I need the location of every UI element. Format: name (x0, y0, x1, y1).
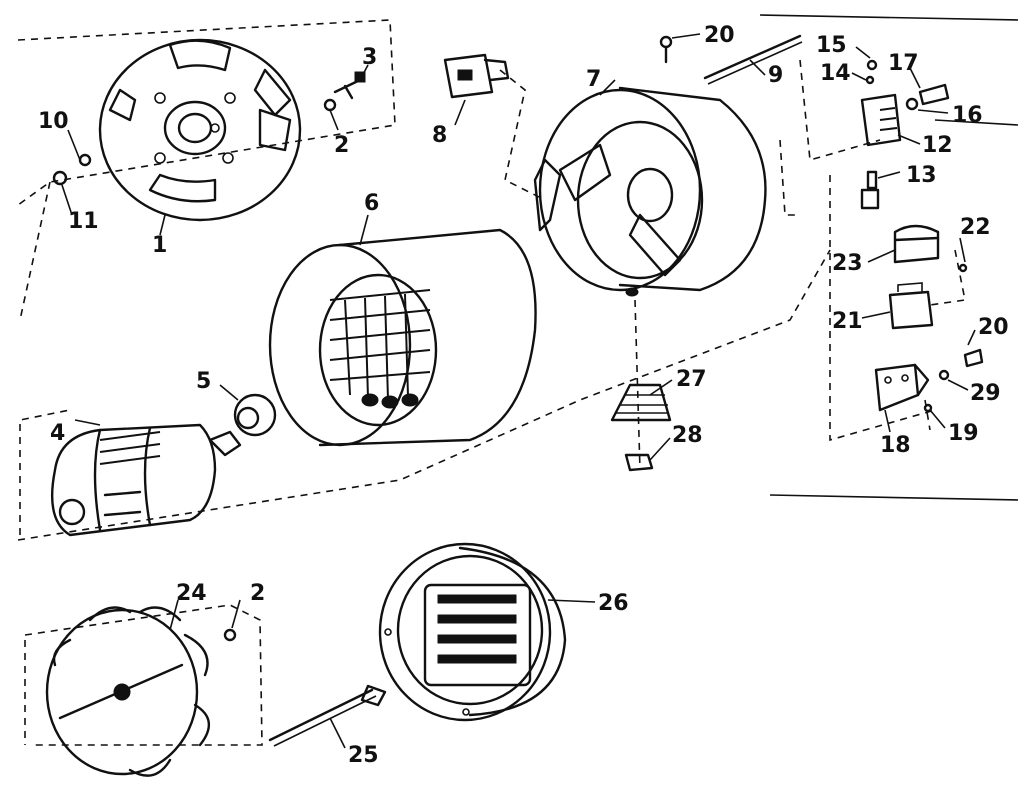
part-end-housing (533, 86, 767, 297)
callout-23: 23 (832, 251, 863, 276)
part-cone-grommet (610, 383, 672, 422)
part-fan (45, 606, 237, 777)
part-switch-12 (860, 59, 950, 147)
callout-15: 15 (816, 33, 847, 58)
callout-10: 10 (38, 109, 69, 134)
callout-4: 4 (50, 421, 65, 446)
callout-11: 11 (68, 209, 99, 234)
callout-14: 14 (820, 61, 851, 86)
callout-19: 19 (948, 421, 979, 446)
part-bearing (233, 393, 277, 437)
part-13-connector (860, 170, 880, 210)
part-stator-housing (268, 228, 537, 447)
callout-1: 1 (152, 233, 167, 258)
callout-24: 24 (176, 581, 207, 606)
part-end-bell (98, 38, 302, 222)
callout-12: 12 (922, 133, 953, 158)
callout-22: 22 (960, 215, 991, 240)
part-fan-guard (378, 542, 567, 722)
part-terminal-block (443, 53, 510, 99)
part-screw-top (659, 35, 673, 64)
callout-7: 7 (586, 67, 601, 92)
callout-3: 3 (362, 45, 377, 70)
callout-5: 5 (196, 369, 211, 394)
callout-9: 9 (768, 63, 783, 88)
part-18-bracket (874, 363, 930, 412)
callout-25: 25 (348, 743, 379, 768)
callout-29: 29 (970, 381, 1001, 406)
callout-20-top: 20 (704, 23, 735, 48)
part-rotor (51, 423, 242, 537)
callout-8: 8 (432, 123, 447, 148)
callout-28: 28 (672, 423, 703, 448)
callout-13: 13 (906, 163, 937, 188)
assembly-dashed-lines (17, 14, 1019, 746)
callout-17: 17 (888, 51, 919, 76)
part-tie-rod-top (703, 34, 803, 85)
part-hex-nut (624, 453, 654, 472)
callout-16: 16 (952, 103, 983, 128)
callout-21: 21 (832, 309, 863, 334)
callout-18: 18 (880, 433, 911, 458)
part-23-capacitor (893, 224, 940, 264)
callout-6: 6 (364, 191, 379, 216)
callout-20-right: 20 (978, 315, 1009, 340)
callout-2: 2 (334, 133, 349, 158)
part-21-relay (888, 282, 934, 330)
part-small-hardware-right (923, 263, 984, 413)
part-long-rod (268, 684, 387, 747)
callout-27: 27 (676, 367, 707, 392)
callout-labels: 1 2 3 4 5 6 7 8 9 10 11 12 13 14 15 16 1… (38, 23, 1009, 768)
callout-26: 26 (598, 591, 629, 616)
callout-2-lower: 2 (250, 581, 265, 606)
leader-lines (61, 33, 976, 749)
